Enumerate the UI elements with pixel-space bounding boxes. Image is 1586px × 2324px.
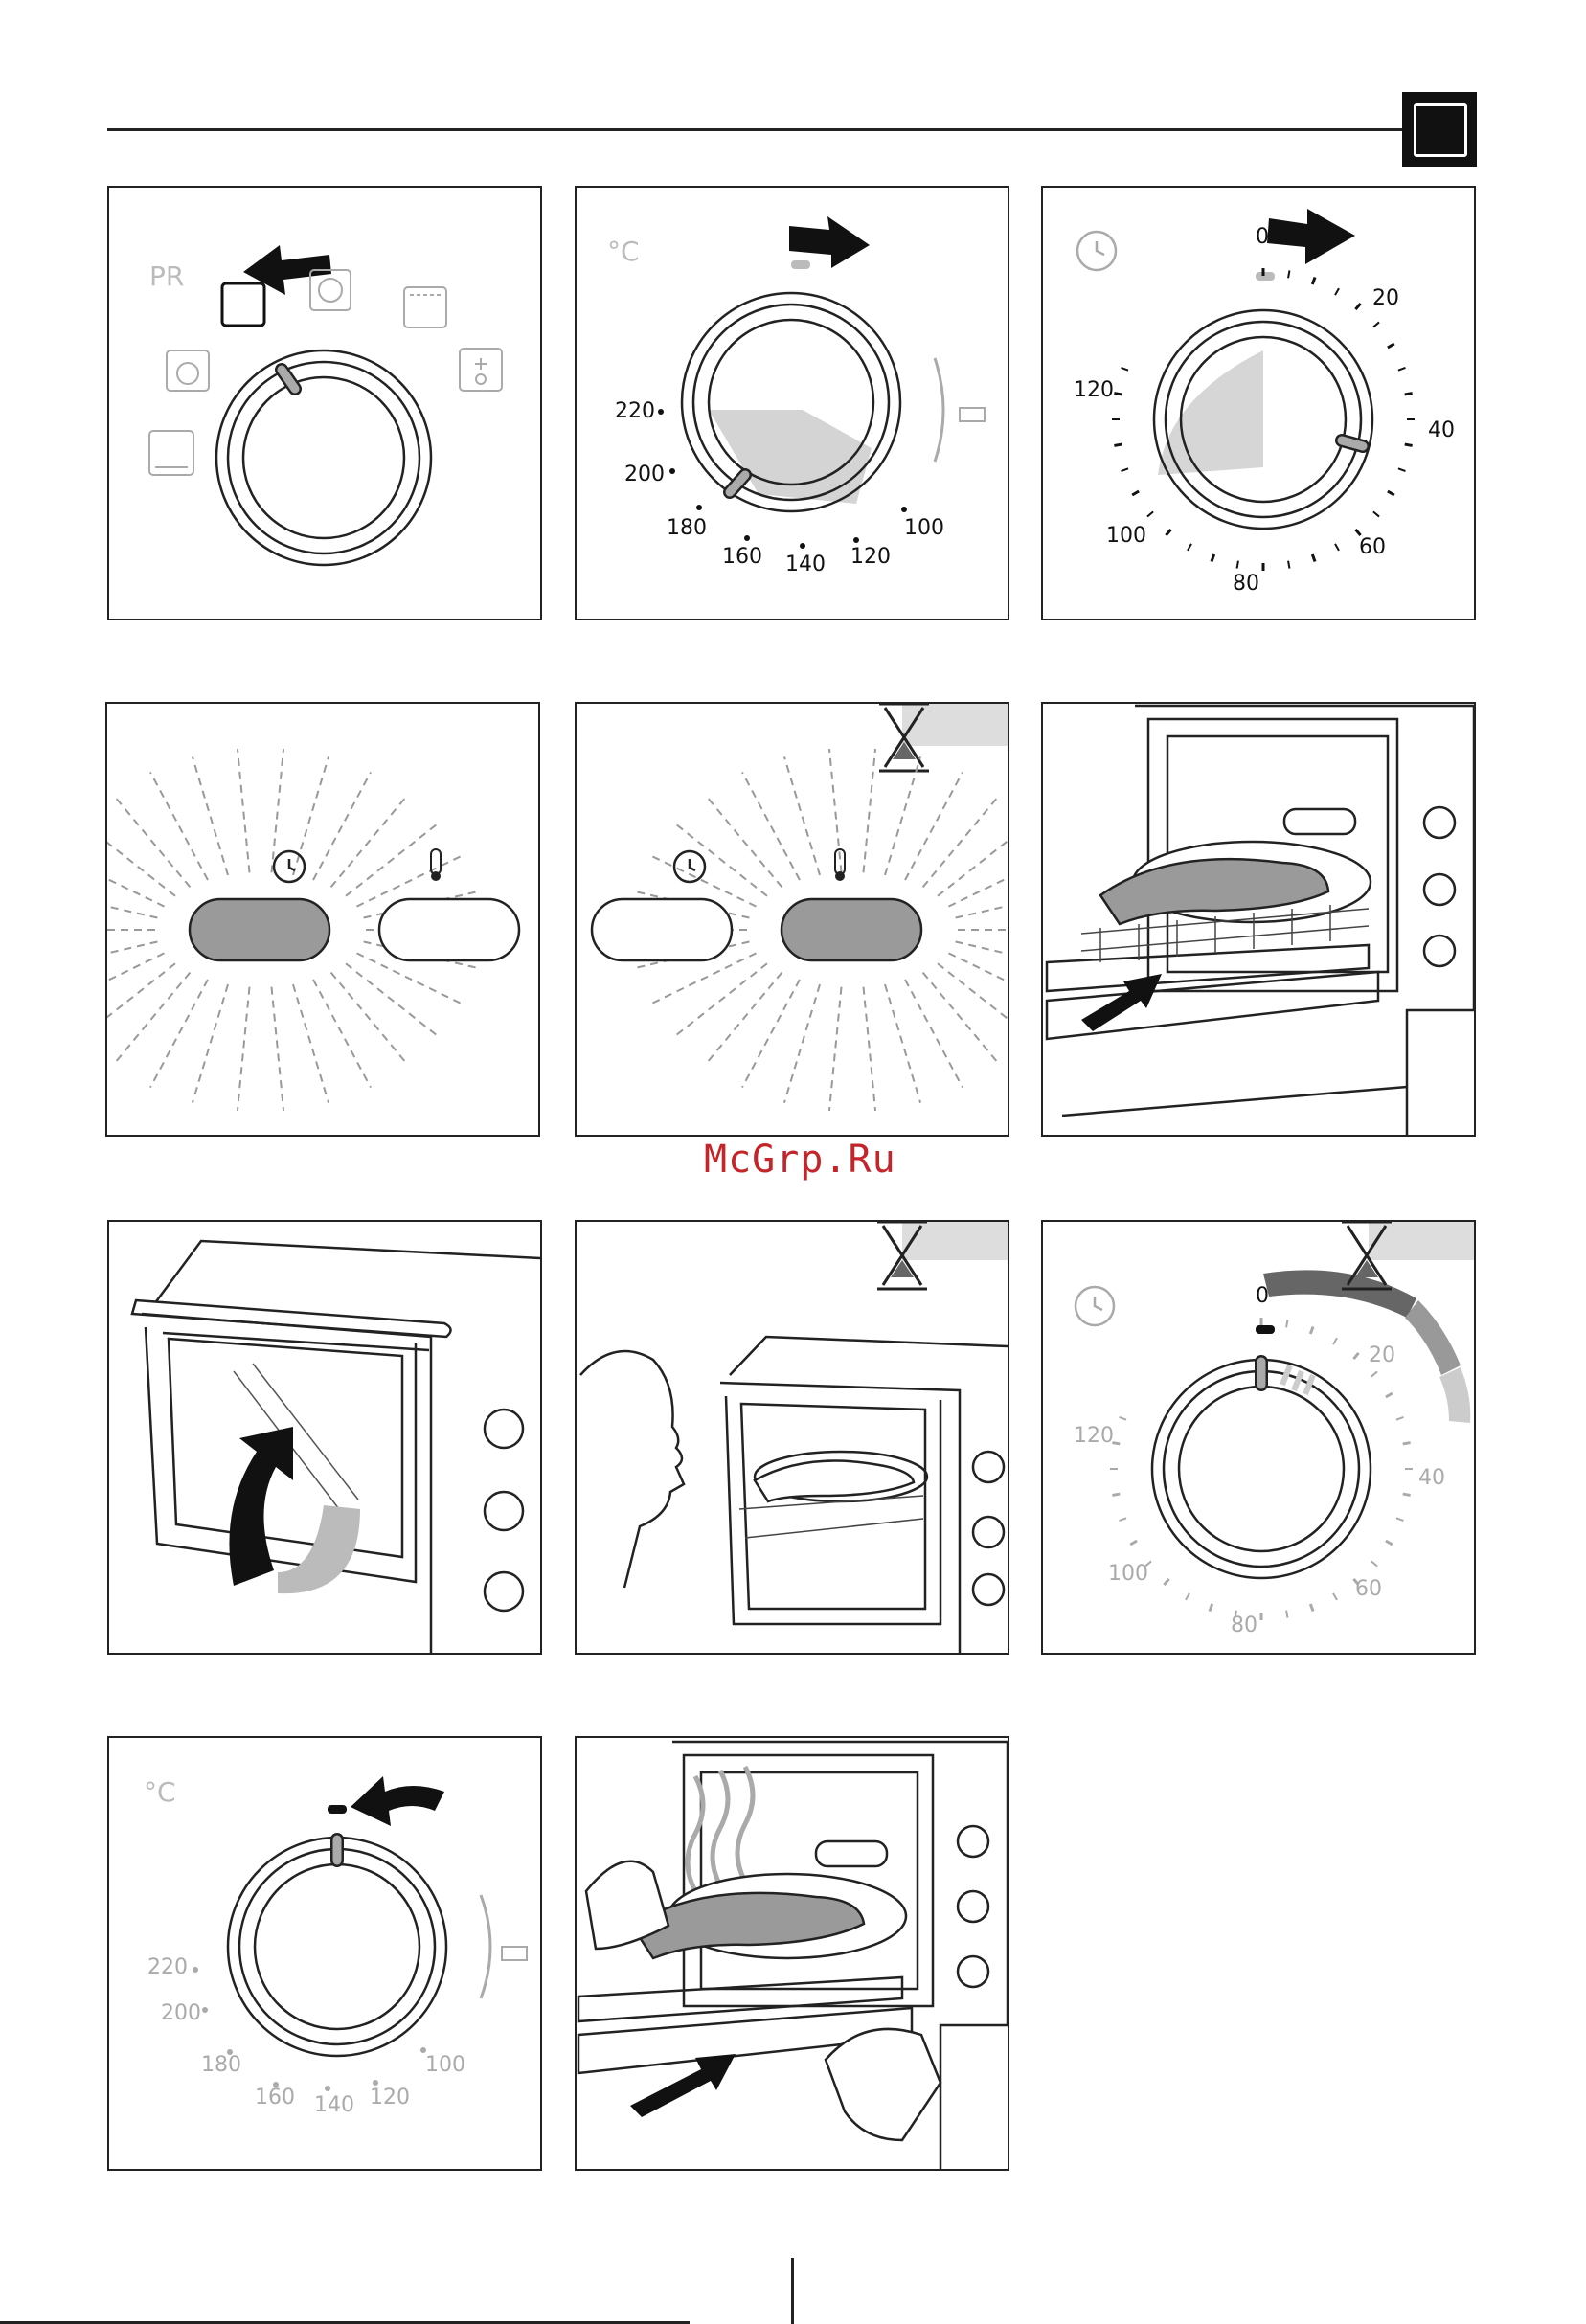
thermometer-icon (431, 849, 441, 881)
timer-label-100: 100 (1108, 1562, 1148, 1586)
selector-knob (216, 350, 431, 565)
scale-label-100: 100 (904, 516, 944, 540)
scale-label-160: 160 (722, 545, 762, 569)
timer-label-40: 40 (1428, 418, 1455, 442)
panel-timer-set: 0 20 40 60 80 100 120 (1041, 186, 1476, 620)
thermostat-knob (228, 1838, 446, 2056)
celsius-unit: °C (144, 1776, 176, 1808)
panel-check-food (575, 1220, 1009, 1655)
header-rule (107, 128, 1402, 131)
panel-open-door (107, 1220, 542, 1655)
clock-icon (674, 851, 705, 882)
panel-timer-finish: 0 20 40 60 80 100 120 (1041, 1220, 1476, 1655)
clock-icon (1076, 1287, 1114, 1325)
timer-label-80: 80 (1231, 1613, 1257, 1637)
panel-insert-food (1041, 702, 1476, 1137)
scale-label-160: 160 (255, 2086, 295, 2110)
scale-label-200: 200 (624, 463, 665, 486)
timer-label-20: 20 (1372, 286, 1399, 310)
scale-label-180: 180 (667, 516, 707, 540)
scale-label-180: 180 (201, 2053, 241, 2077)
pr-label: PR (149, 260, 184, 292)
bottom-heat-icon (149, 431, 193, 475)
timer-label-100: 100 (1106, 524, 1146, 548)
scale-label-140: 140 (785, 553, 826, 576)
celsius-unit: °C (607, 236, 640, 267)
fan-grill-icon (167, 350, 209, 391)
thermostat-button (379, 899, 519, 960)
defrost-icon (460, 349, 502, 391)
timer-label-60: 60 (1359, 535, 1386, 559)
scale-label-220: 220 (147, 1955, 188, 1979)
clock-icon (1077, 232, 1116, 270)
scale-label-100: 100 (425, 2053, 465, 2077)
scale-label-120: 120 (850, 545, 891, 569)
timer-label-40: 40 (1418, 1466, 1445, 1490)
pot-icon (502, 1947, 527, 1960)
fan-heating-icon (310, 270, 351, 310)
timer-label-120: 120 (1074, 378, 1114, 402)
timer-button (592, 899, 732, 960)
timer-label-0: 0 (1256, 1284, 1269, 1308)
pot-icon (960, 408, 985, 421)
watermark: McGrp.Ru (704, 1138, 896, 1182)
timer-label-0: 0 (1256, 225, 1269, 249)
panel-function-selector: PR (107, 186, 542, 620)
timer-label-120: 120 (1074, 1424, 1114, 1448)
timer-label-60: 60 (1355, 1577, 1382, 1601)
oven-mode-icon (1402, 92, 1477, 167)
timer-label-80: 80 (1233, 572, 1259, 596)
timer-knob (1152, 1360, 1371, 1578)
thermostat-button (782, 899, 921, 960)
panel-remove-food (575, 1736, 1009, 2171)
scale-label-200: 200 (161, 2001, 201, 2025)
top-heat-icon (404, 287, 446, 327)
conventional-heating-icon (222, 283, 264, 326)
scale-label-120: 120 (370, 2086, 410, 2110)
clock-icon (274, 851, 305, 882)
panel-thermostat-off: °C 220 200 180 160 140 120 100 (107, 1736, 542, 2171)
scale-label-140: 140 (314, 2093, 354, 2117)
panel-thermostat-set: °C 220 200 180 160 140 120 100 (575, 186, 1009, 620)
panel-timer-button (105, 702, 540, 1137)
timer-button (190, 899, 329, 960)
page-fold-mark (791, 2258, 794, 2324)
panel-thermostat-button (575, 702, 1009, 1137)
scale-label-220: 220 (615, 399, 655, 423)
timer-label-20: 20 (1369, 1343, 1395, 1367)
